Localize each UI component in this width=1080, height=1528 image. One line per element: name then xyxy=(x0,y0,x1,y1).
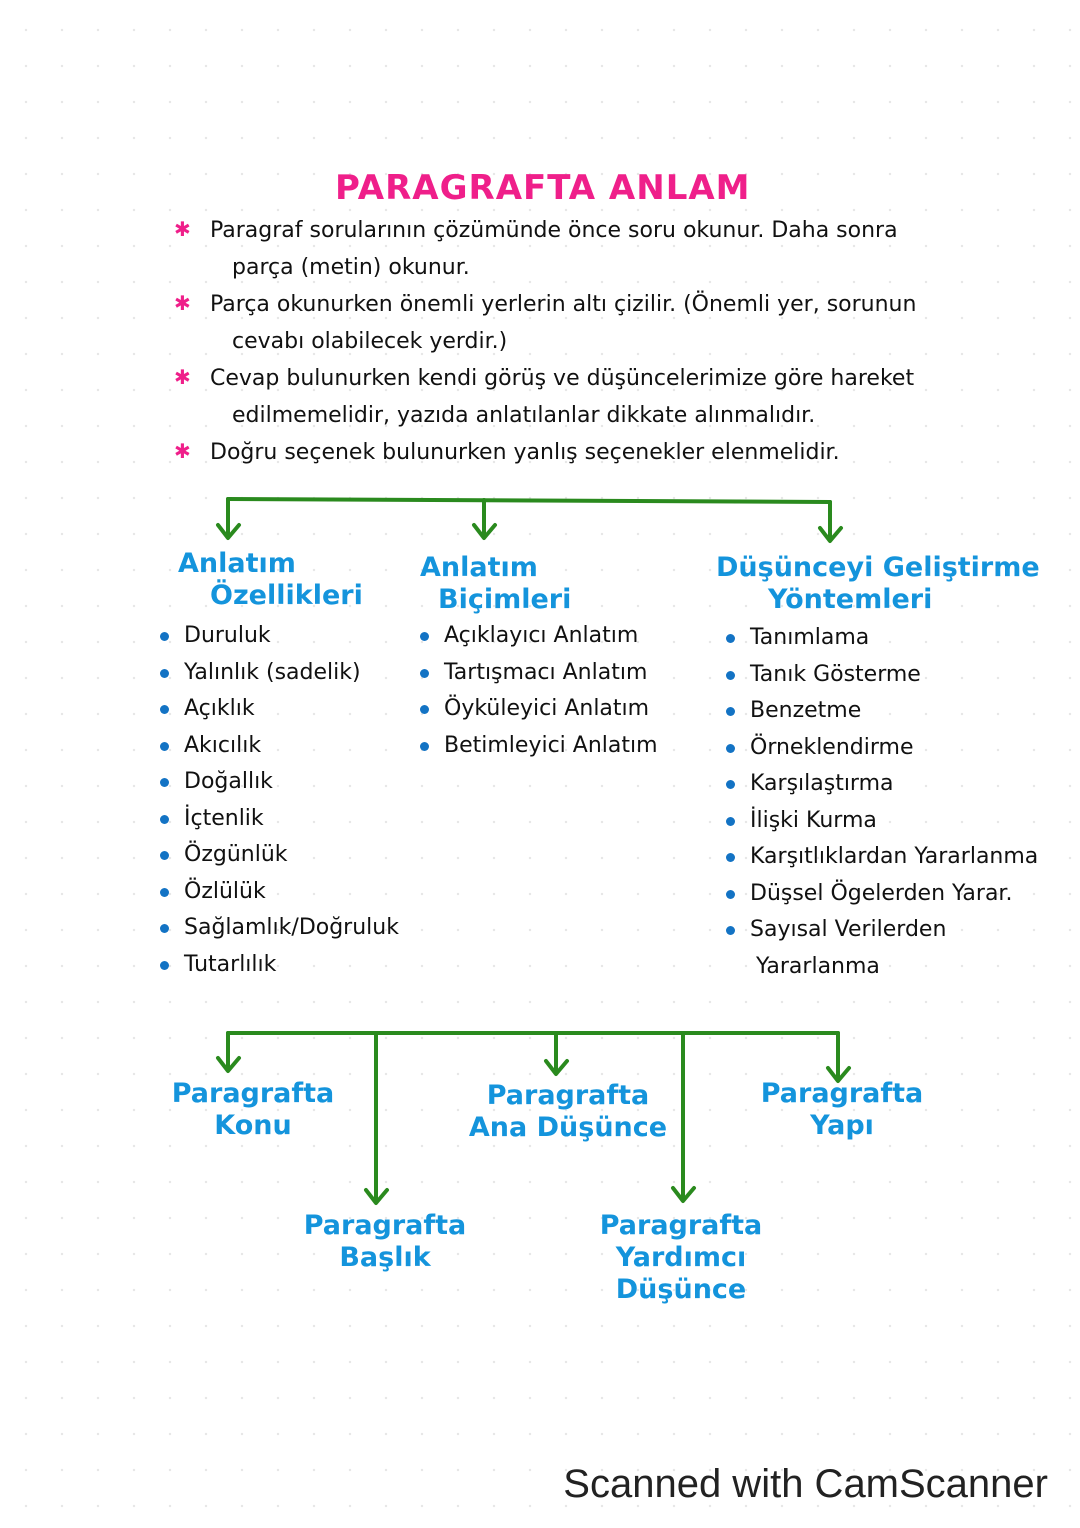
column-anlatim-ozellikleri: Anlatım Özellikleri xyxy=(178,548,363,612)
node-line: Paragrafta xyxy=(760,1078,924,1109)
list-anlatim-bicimleri: Açıklayıcı Anlatım Tartışmacı Anlatım Öy… xyxy=(418,618,658,764)
node-line: Düşünce xyxy=(615,1274,747,1305)
node-line: Yapı xyxy=(810,1110,874,1141)
arrow-down-icon xyxy=(826,1031,851,1083)
asterisk-icon: ✱ xyxy=(174,217,191,241)
list-item: Karşılaştırma xyxy=(724,766,1038,803)
node-paragrafta-baslik: Paragrafta Başlık xyxy=(300,1210,470,1274)
list-item: Öyküleyici Anlatım xyxy=(418,691,658,728)
column-dusunceyi-gelistirme: Düşünceyi Geliştirme Yöntemleri xyxy=(716,552,1040,616)
list-item: Doğallık xyxy=(158,764,399,801)
list-item: Yalınlık (sadelik) xyxy=(158,655,399,692)
list-item: Örneklendirme xyxy=(724,730,1038,767)
list-item: Tartışmacı Anlatım xyxy=(418,655,658,692)
arrow-down-icon xyxy=(364,1031,389,1205)
intro-item: ✱ Paragraf sorularının çözümünde önce so… xyxy=(172,212,992,286)
asterisk-icon: ✱ xyxy=(174,291,191,315)
arrow-down-icon xyxy=(216,1031,241,1073)
list-item: Akıcılık xyxy=(158,728,399,765)
node-line: Ana Düşünce xyxy=(468,1112,668,1143)
node-line: Paragrafta xyxy=(486,1080,650,1111)
heading-line: Düşünceyi Geliştirme xyxy=(716,552,1040,583)
asterisk-icon: ✱ xyxy=(174,365,191,389)
list-item: Düşsel Ögelerden Yarar. xyxy=(724,876,1038,913)
intro-line: Parça okunurken önemli yerlerin altı çiz… xyxy=(210,292,917,317)
asterisk-icon: ✱ xyxy=(174,439,191,463)
list-item: Karşıtlıklardan Yararlanma xyxy=(724,839,1038,876)
list-item: Tanımlama xyxy=(724,620,1038,657)
list-item: Tutarlılık xyxy=(158,947,399,984)
top-branch-line xyxy=(226,497,832,504)
column-heading: Anlatım Biçimleri xyxy=(420,552,571,616)
intro-line: cevabı olabilecek yerdir.) xyxy=(232,329,508,354)
intro-line: Doğru seçenek bulunurken yanlış seçenekl… xyxy=(210,440,840,465)
intro-line: edilmemelidir, yazıda anlatılanlar dikka… xyxy=(232,403,816,428)
node-paragrafta-konu: Paragrafta Konu xyxy=(168,1078,338,1142)
arrow-down-icon xyxy=(818,500,843,543)
list-item-continuation: Yararlanma xyxy=(756,953,880,979)
list-item: İlişki Kurma xyxy=(724,803,1038,840)
node-line: Konu xyxy=(214,1110,292,1141)
list-item: Tanık Gösterme xyxy=(724,657,1038,694)
list-anlatim-ozellikleri: Duruluk Yalınlık (sadelik) Açıklık Akıcı… xyxy=(158,618,399,983)
column-heading: Düşünceyi Geliştirme Yöntemleri xyxy=(716,552,1040,616)
intro-line: parça (metin) okunur. xyxy=(232,255,470,280)
list-item: Betimleyici Anlatım xyxy=(418,728,658,765)
node-paragrafta-yapi: Paragrafta Yapı xyxy=(752,1078,932,1142)
list-item: Açıklık xyxy=(158,691,399,728)
arrow-down-icon xyxy=(671,1031,696,1203)
list-item: İçtenlik xyxy=(158,801,399,838)
list-item: Sayısal Verilerden xyxy=(724,912,1038,949)
arrow-down-icon xyxy=(216,497,241,540)
intro-item: ✱ Doğru seçenek bulunurken yanlış seçene… xyxy=(172,434,992,471)
node-line: Yardımcı xyxy=(615,1242,747,1273)
node-line: Başlık xyxy=(339,1242,431,1273)
intro-item: ✱ Parça okunurken önemli yerlerin altı ç… xyxy=(172,286,992,360)
intro-line: Paragraf sorularının çözümünde önce soru… xyxy=(210,218,898,243)
heading-line: Yöntemleri xyxy=(768,584,933,615)
list-item: Benzetme xyxy=(724,693,1038,730)
heading-line: Anlatım xyxy=(178,548,296,579)
intro-notes: ✱ Paragraf sorularının çözümünde önce so… xyxy=(172,212,992,471)
arrow-down-icon xyxy=(544,1031,569,1076)
column-heading: Anlatım Özellikleri xyxy=(178,548,363,612)
list-dusunceyi-gelistirme: Tanımlama Tanık Gösterme Benzetme Örnekl… xyxy=(724,620,1038,985)
node-line: Paragrafta xyxy=(599,1210,763,1241)
list-item: Duruluk xyxy=(158,618,399,655)
intro-item: ✱ Cevap bulunurken kendi görüş ve düşünc… xyxy=(172,360,992,434)
heading-line: Biçimleri xyxy=(438,584,572,615)
node-paragrafta-yardimci-dusunce: Paragrafta Yardımcı Düşünce xyxy=(596,1210,766,1306)
list-item: Özgünlük xyxy=(158,837,399,874)
heading-line: Anlatım xyxy=(420,552,538,583)
intro-line: Cevap bulunurken kendi görüş ve düşüncel… xyxy=(210,366,915,391)
arrow-down-icon xyxy=(472,498,497,540)
list-item: Özlülük xyxy=(158,874,399,911)
node-paragrafta-ana-dusunce: Paragrafta Ana Düşünce xyxy=(468,1080,668,1144)
camscanner-watermark: Scanned with CamScanner xyxy=(563,1462,1048,1506)
list-item: Sağlamlık/Doğruluk xyxy=(158,910,399,947)
heading-line: Özellikleri xyxy=(210,580,363,611)
page-title: PARAGRAFTA ANLAM xyxy=(335,168,751,208)
node-line: Paragrafta xyxy=(171,1078,335,1109)
column-anlatim-bicimleri: Anlatım Biçimleri xyxy=(420,552,571,616)
node-line: Paragrafta xyxy=(303,1210,467,1241)
list-item: Açıklayıcı Anlatım xyxy=(418,618,658,655)
